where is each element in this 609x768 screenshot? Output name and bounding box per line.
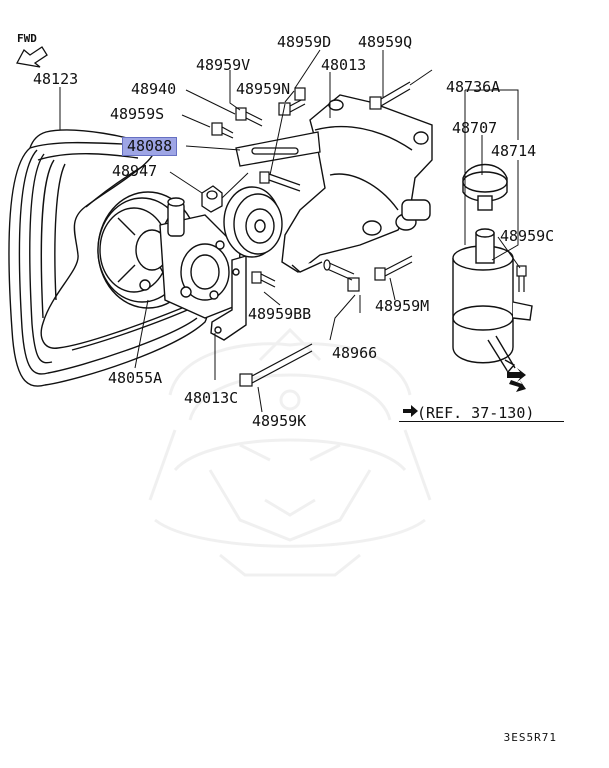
- bolt-48959N-long: [259, 171, 301, 192]
- part-label-48088-highlighted[interactable]: 48088: [122, 137, 178, 156]
- rear-bracket: [210, 255, 247, 341]
- part-label-48959d[interactable]: 48959D: [277, 33, 332, 51]
- leader-lines: [59, 49, 521, 413]
- bolt-48959D-tall: [294, 87, 306, 101]
- part-label-48013c[interactable]: 48013C: [184, 389, 239, 407]
- reference-note: (REF. 37-130): [399, 404, 534, 422]
- part-label-48959q[interactable]: 48959Q: [358, 33, 413, 51]
- part-label-48055a[interactable]: 48055A: [108, 369, 163, 387]
- reservoir-cap: [462, 163, 508, 211]
- fwd-arrow-icon: [16, 46, 48, 68]
- part-label-48959c[interactable]: 48959C: [500, 227, 555, 245]
- part-label-48959n[interactable]: 48959N: [236, 80, 291, 98]
- diagram-code: 3ES5R71: [503, 731, 557, 744]
- idler-pulley: [223, 186, 283, 258]
- ref-arrow-icon: [403, 405, 418, 417]
- part-label-48959bb[interactable]: 48959BB: [248, 305, 312, 323]
- part-label-48707[interactable]: 48707: [452, 119, 498, 137]
- bolt-48959K: [239, 343, 313, 387]
- samurai-watermark: [148, 327, 432, 577]
- fwd-label: FWD: [17, 32, 37, 45]
- flow-arrow-icon: [507, 368, 526, 392]
- bolt-48966: [323, 259, 360, 292]
- part-label-48714[interactable]: 48714: [491, 142, 537, 160]
- part-label-48736a[interactable]: 48736A: [446, 78, 501, 96]
- bolt-48959Q: [369, 81, 411, 110]
- part-label-48959s[interactable]: 48959S: [110, 105, 165, 123]
- reference-underline: [399, 421, 564, 422]
- part-label-48940[interactable]: 48940: [131, 80, 177, 98]
- part-label-48959k[interactable]: 48959K: [252, 412, 307, 430]
- reference-text[interactable]: (REF. 37-130): [417, 404, 535, 422]
- part-label-48123[interactable]: 48123: [33, 70, 79, 88]
- main-bracket: [281, 94, 433, 273]
- bolt-48959M: [374, 255, 413, 281]
- part-label-48013[interactable]: 48013: [321, 56, 367, 74]
- bolt-48959BB: [251, 271, 276, 288]
- nut-48947: [201, 185, 223, 213]
- bolt-48959V: [235, 107, 263, 127]
- bolts: [211, 81, 527, 387]
- reservoir: [452, 228, 533, 373]
- part-label-48959m[interactable]: 48959M: [375, 297, 430, 315]
- part-label-48947[interactable]: 48947: [112, 162, 158, 180]
- part-label-48959v[interactable]: 48959V: [196, 56, 251, 74]
- bolt-48959S: [211, 122, 234, 139]
- bolt-48959C: [516, 265, 527, 292]
- part-label-48966[interactable]: 48966: [332, 344, 378, 362]
